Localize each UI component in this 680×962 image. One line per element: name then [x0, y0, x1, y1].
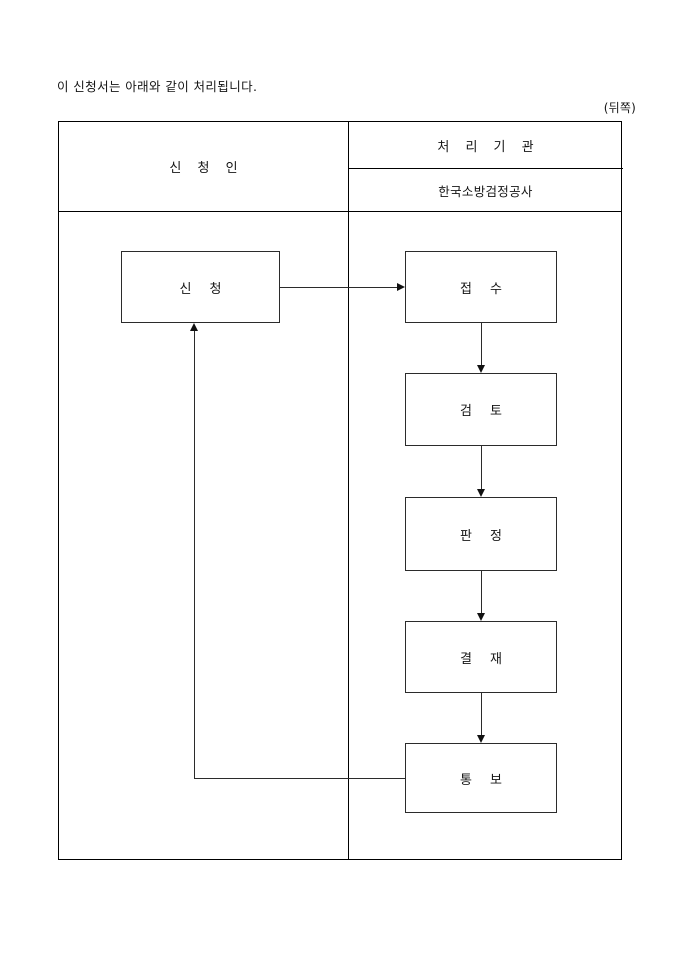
flow-box-judgment: 판 정 [405, 497, 557, 571]
arrowhead-to-receipt [397, 283, 405, 291]
arrowhead-to-notification [477, 735, 485, 743]
page-side-marker: (뒤쪽) [603, 101, 636, 115]
connector-notification-feedback-vertical [194, 331, 195, 778]
arrowhead-to-review [477, 365, 485, 373]
intro-text: 이 신청서는 아래와 같이 처리됩니다. [57, 79, 258, 94]
connector-application-to-receipt [280, 287, 397, 288]
connector-review-to-judgment [481, 446, 482, 489]
header-row-rule [59, 211, 621, 212]
column-divider [348, 122, 349, 859]
flow-box-approval: 결 재 [405, 621, 557, 693]
flow-box-application: 신 청 [121, 251, 280, 323]
column-header-agency: 처 리 기 관 [437, 139, 540, 155]
agency-header-sub-rule [348, 168, 623, 169]
process-flow-table: 신 청 인 처 리 기 관 한국소방검정공사 신 청 접 수 검 토 판 정 결… [58, 121, 623, 860]
flow-box-receipt: 접 수 [405, 251, 557, 323]
arrowhead-to-application [190, 323, 198, 331]
column-header-applicant: 신 청 인 [169, 161, 244, 176]
arrowhead-to-judgment [477, 489, 485, 497]
flow-box-notification: 통 보 [405, 743, 557, 813]
arrowhead-to-approval [477, 613, 485, 621]
connector-receipt-to-review [481, 323, 482, 365]
agency-name-label: 한국소방검정공사 [438, 183, 533, 199]
connector-notification-feedback-horizontal [194, 778, 405, 779]
connector-approval-to-notification [481, 693, 482, 735]
connector-judgment-to-approval [481, 571, 482, 613]
flow-box-review: 검 토 [405, 373, 557, 446]
